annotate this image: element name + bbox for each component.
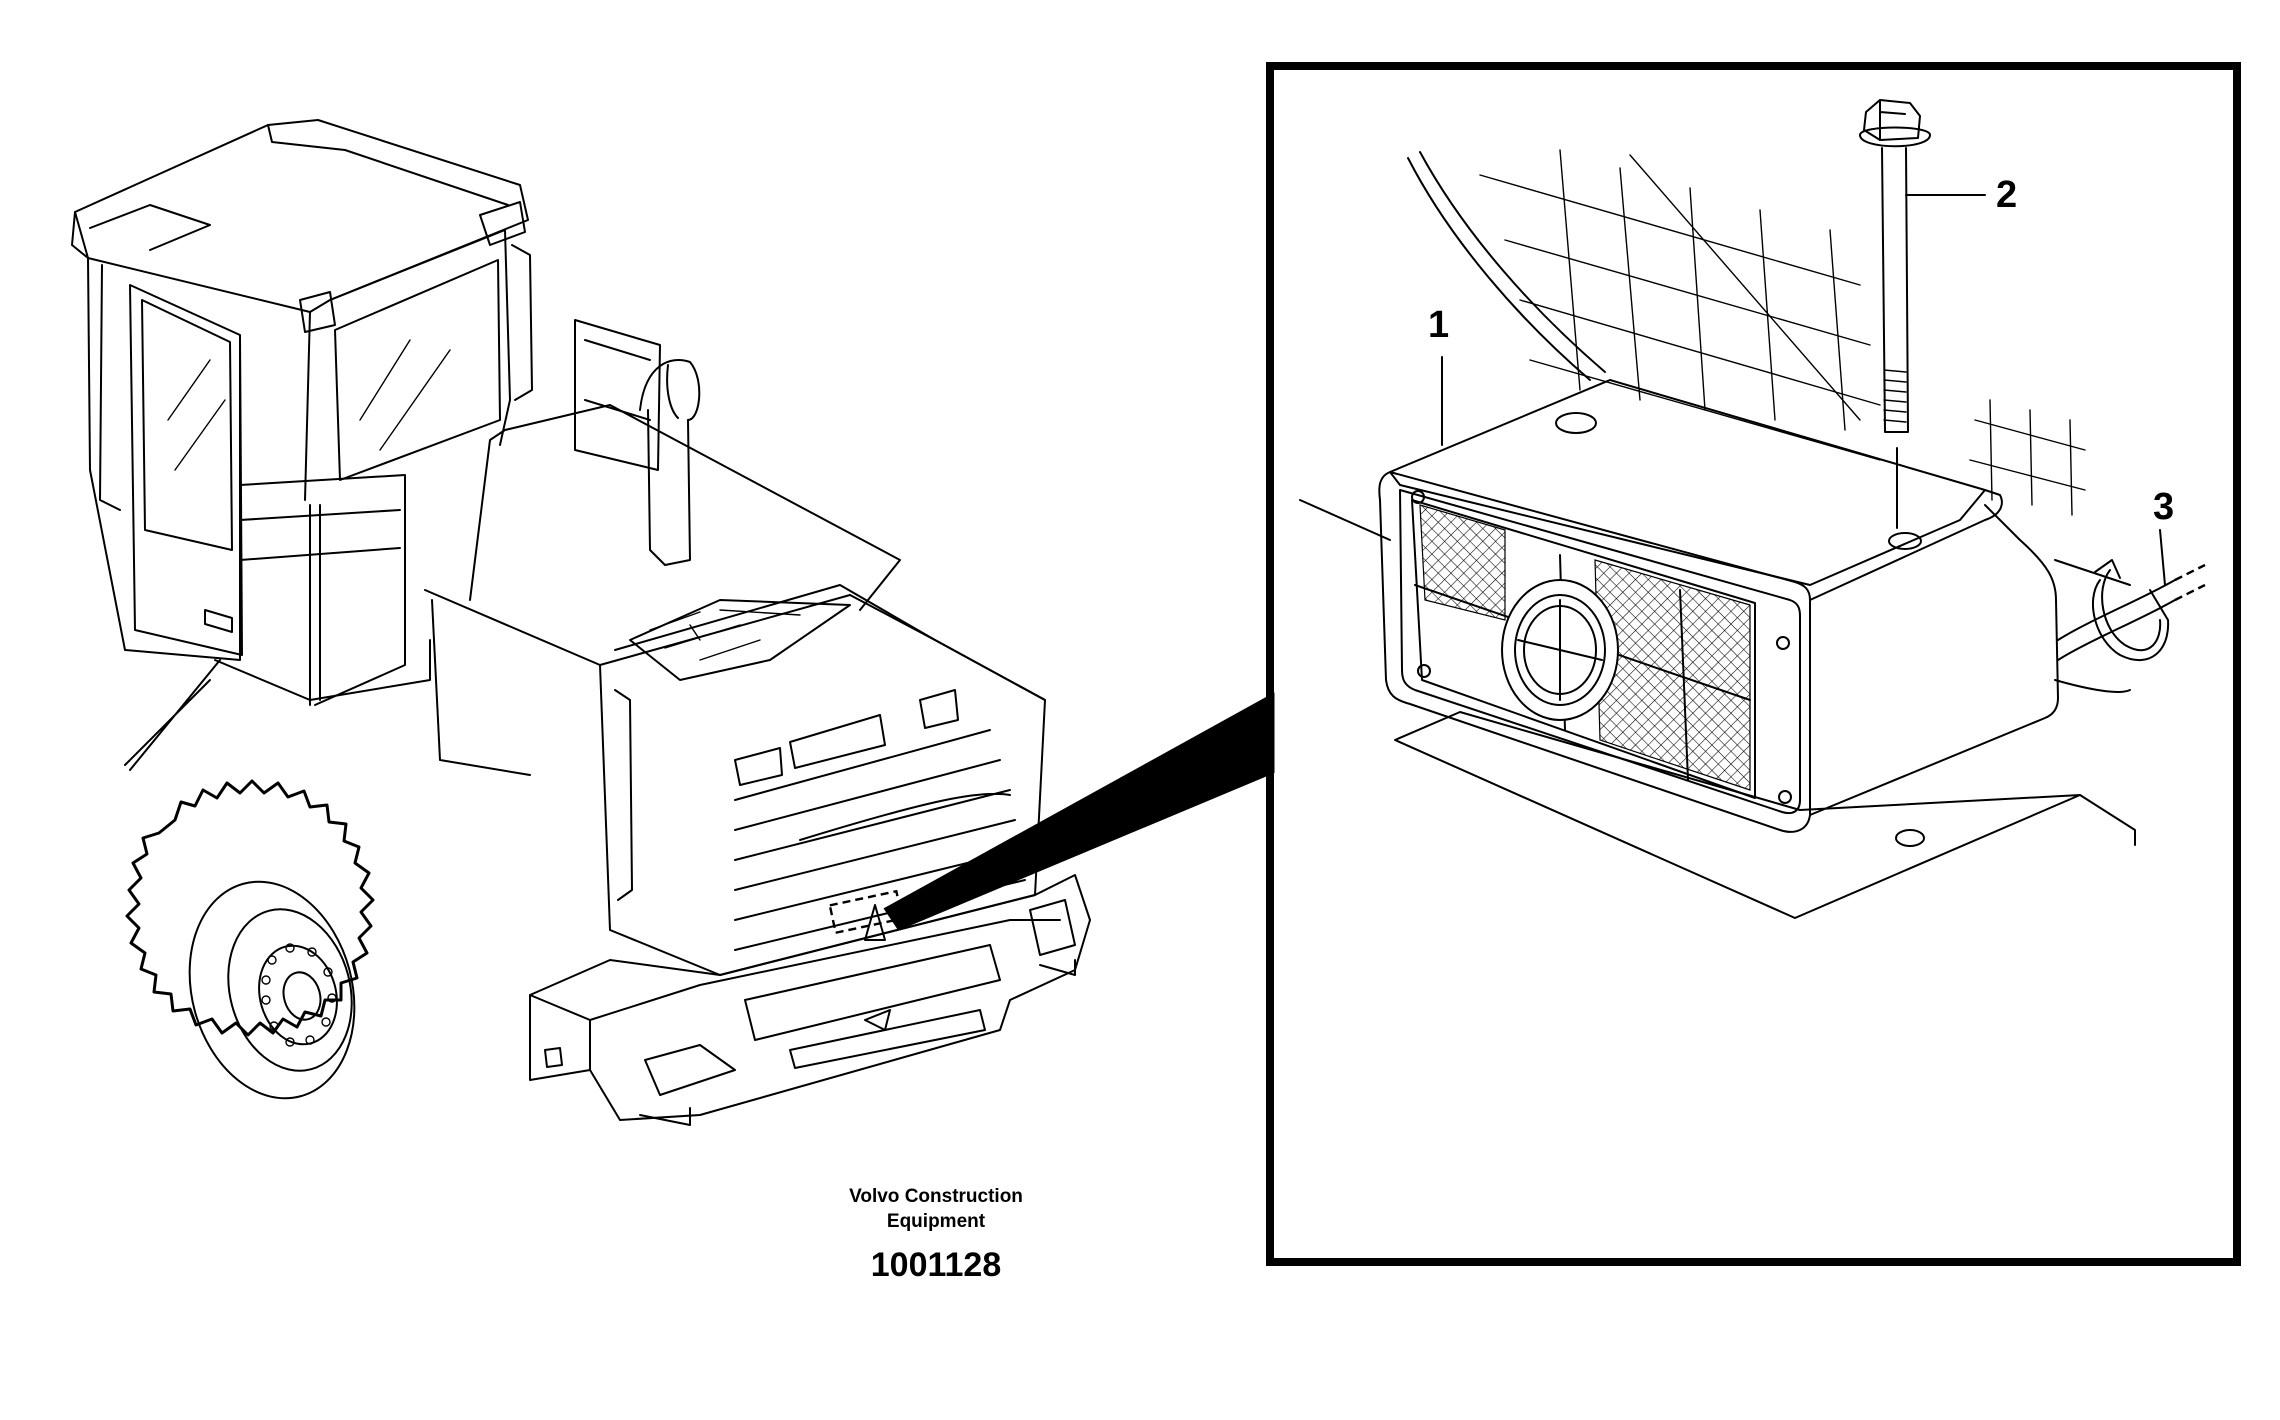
callout-number-1: 1 [1428, 304, 1450, 346]
cab-steps [124, 474, 431, 771]
front-tire [125, 779, 375, 1100]
wheel-loader-drawing [71, 119, 1275, 1126]
callout-leader-3 [2159, 529, 2166, 586]
manufacturer-caption-line2: Equipment [886, 1211, 986, 1232]
engine-hood [424, 319, 901, 776]
radiator-grille [599, 584, 1046, 976]
cable-tie [2054, 559, 2206, 693]
detail-frame [1266, 62, 2241, 1266]
callout-number-2: 2 [1996, 174, 2018, 216]
callout-number-3: 3 [2153, 486, 2175, 528]
mounting-bolt [1859, 99, 1931, 529]
work-lamp-housing [1378, 379, 2059, 833]
detail-view [1299, 99, 2206, 919]
plate-hole [1895, 829, 1925, 847]
drawing-number: 1001128 [870, 1246, 1002, 1284]
front-bumper [529, 874, 1091, 1126]
cab-roof [71, 119, 529, 333]
manufacturer-caption-line1: Volvo Construction [849, 1186, 1023, 1207]
background-grid [1299, 149, 2136, 846]
cab-body [87, 229, 533, 661]
